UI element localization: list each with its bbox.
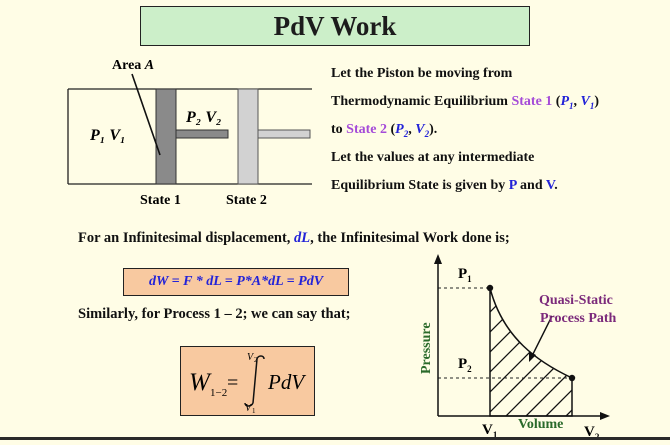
state-1-point [486,284,494,292]
integral-sign [244,355,265,407]
svg-text:=: = [227,372,238,394]
work-integral: W 1−2 = V 2 V 1 PdV [180,346,315,416]
bottom-divider [0,437,670,440]
similarly-statement: Similarly, for Process 1 – 2; we can say… [78,306,351,322]
state-1-label: State 1 [140,193,181,208]
piston-rod-state-2 [257,129,311,139]
paragraph-line-1: Let the Piston be moving from [331,66,513,81]
svg-text:2: 2 [254,356,258,364]
svg-text:PdV: PdV [267,370,306,394]
right-state-vars: P₂ V₂ [185,109,222,126]
page-title: PdV Work [140,6,530,46]
state-2-label: State 2 [226,193,267,208]
infinitesimal-statement: For an Infinitesimal displacement, dL, t… [78,230,510,246]
curve-label-line-1: Quasi-Static [539,293,613,308]
piston-state-2 [237,88,259,185]
svg-text:1−2: 1−2 [210,387,227,399]
pv-graph: P1 P2 V1 V2 Volume Pressure Quasi-Static… [419,254,617,442]
y-axis-label: Pressure [419,322,434,374]
x-axis-label: Volume [518,417,563,432]
integral-formula: W 1−2 = V 2 V 1 PdV [189,352,306,415]
svg-text:V: V [245,403,253,414]
svg-text:W: W [189,369,212,396]
p2-label: P2 [458,356,472,374]
curve-label-line-2: Process Path [540,311,617,326]
piston-diagram: Area A P₁ V₁ P₂ V₂ State 1 State 2 [67,58,312,208]
paragraph-line-4: Let the values at any intermediate [331,150,535,165]
area-arrow [131,73,161,156]
y-axis-arrow [434,254,442,264]
x-axis-arrow [600,412,610,420]
svg-text:1: 1 [252,407,256,415]
piston-rod-state-1 [175,129,229,139]
p1-label: P1 [458,266,472,284]
paragraph-line-5: Equilibrium State is given by P and V. [331,178,558,193]
state-2-point [568,374,576,382]
v1-label: V1 [482,422,498,440]
path-label-arrow [531,315,553,357]
paragraph-line-3: to State 2 (P2, V2). [331,122,438,139]
svg-text:V: V [247,352,255,363]
area-label: Area A [112,58,154,73]
piston-state-1 [155,88,177,185]
paragraph-line-2: Thermodynamic Equilibrium State 1 (P1, V… [331,94,600,111]
left-state-vars: P₁ V₁ [89,127,126,144]
work-equation: dW = F * dL = P*A*dL = PdV [123,268,349,296]
